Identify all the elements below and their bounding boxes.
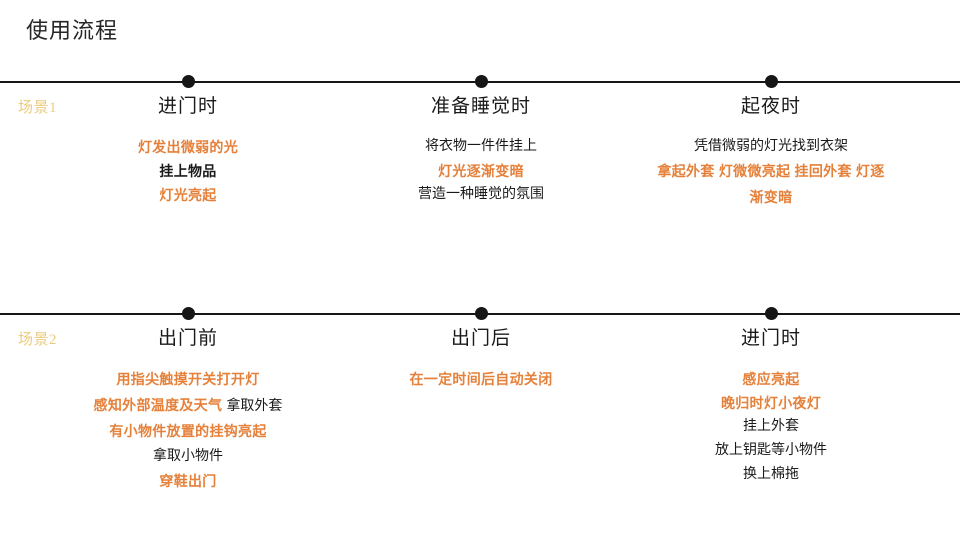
flow-column-title: 准备睡觉时 [430, 96, 531, 117]
flow-column-steps: 在一定时间后自动关闭 [366, 367, 596, 391]
flow-step: 用指尖触摸开关打开灯 [116, 371, 260, 387]
flow-step: 拿起外套 灯微微亮起 挂回外套 灯逐渐变暗 [657, 163, 885, 205]
flow-step-group: 凭借微弱的灯光找到衣架 [656, 135, 886, 159]
flow-step: 感知外部温度及天气 [93, 397, 227, 413]
flow-column: 进门时灯发出微弱的光挂上物品灯光亮起 [73, 93, 303, 207]
timeline-node-dot [181, 75, 195, 88]
flow-step: 凭借微弱的灯光找到衣架 [694, 139, 848, 154]
flow-step: 营造一种睡觉的氛围 [418, 187, 544, 202]
flow-step: 灯光亮起 [159, 187, 217, 203]
timeline-node-dot [474, 307, 488, 320]
flow-column: 准备睡觉时将衣物一件件挂上灯光逐渐变暗营造一种睡觉的氛围 [366, 93, 596, 207]
flow-step: 感应亮起 [742, 371, 800, 387]
flow-column: 出门后在一定时间后自动关闭 [366, 325, 596, 391]
flow-step-group: 有小物件放置的挂钩亮起 [73, 419, 303, 445]
flow-column-title: 出门后 [450, 328, 511, 349]
flow-step-group: 拿取小物件 [73, 445, 303, 469]
flow-column-steps: 凭借微弱的灯光找到衣架拿起外套 灯微微亮起 挂回外套 灯逐渐变暗 [656, 135, 886, 211]
flow-step: 挂上外套 [743, 419, 799, 434]
flow-step: 拿取外套 [226, 399, 283, 414]
scene-label: 场景1 [18, 100, 58, 116]
flow-step: 晚归时灯小夜灯 [720, 395, 822, 411]
flow-column-steps: 用指尖触摸开关打开灯感知外部温度及天气 拿取外套有小物件放置的挂钩亮起拿取小物件… [73, 367, 303, 495]
page-title: 使用流程 [26, 18, 119, 43]
flow-step: 有小物件放置的挂钩亮起 [109, 423, 267, 439]
flow-step: 灯发出微弱的光 [137, 139, 239, 155]
flow-column-steps: 将衣物一件件挂上灯光逐渐变暗营造一种睡觉的氛围 [366, 135, 596, 207]
flow-step: 挂上物品 [159, 163, 217, 179]
flow-column-steps: 感应亮起晚归时灯小夜灯挂上外套放上钥匙等小物件换上棉拖 [656, 367, 886, 487]
flow-column: 起夜时凭借微弱的灯光找到衣架拿起外套 灯微微亮起 挂回外套 灯逐渐变暗 [656, 93, 886, 211]
flow-column: 出门前用指尖触摸开关打开灯感知外部温度及天气 拿取外套有小物件放置的挂钩亮起拿取… [73, 325, 303, 495]
flow-step: 拿取小物件 [153, 449, 223, 464]
flow-column-title: 出门前 [157, 328, 218, 349]
timeline-node-dot [181, 307, 195, 320]
flow-column-steps: 灯发出微弱的光挂上物品灯光亮起 [73, 135, 303, 207]
flow-column: 进门时感应亮起晚归时灯小夜灯挂上外套放上钥匙等小物件换上棉拖 [656, 325, 886, 487]
flow-step-group: 用指尖触摸开关打开灯 [73, 367, 303, 393]
flow-column-title: 起夜时 [740, 96, 801, 117]
flow-step: 在一定时间后自动关闭 [409, 371, 553, 387]
timeline-node-dot [474, 75, 488, 88]
flow-step-group: 穿鞋出门 [73, 469, 303, 495]
flow-step: 换上棉拖 [743, 467, 799, 482]
flow-column-title: 进门时 [740, 328, 801, 349]
timeline-node-dot [764, 307, 778, 320]
flow-step: 放上钥匙等小物件 [715, 443, 827, 458]
scene-label: 场景2 [18, 332, 58, 348]
timeline-node-dot [764, 75, 778, 88]
flow-column-title: 进门时 [157, 96, 218, 117]
flow-step: 将衣物一件件挂上 [425, 139, 537, 154]
flow-step-group: 感知外部温度及天气 拿取外套 [73, 393, 303, 419]
flow-step: 穿鞋出门 [159, 473, 217, 489]
flow-step-group: 拿起外套 灯微微亮起 挂回外套 灯逐渐变暗 [656, 159, 886, 211]
flow-step: 灯光逐渐变暗 [438, 163, 524, 179]
